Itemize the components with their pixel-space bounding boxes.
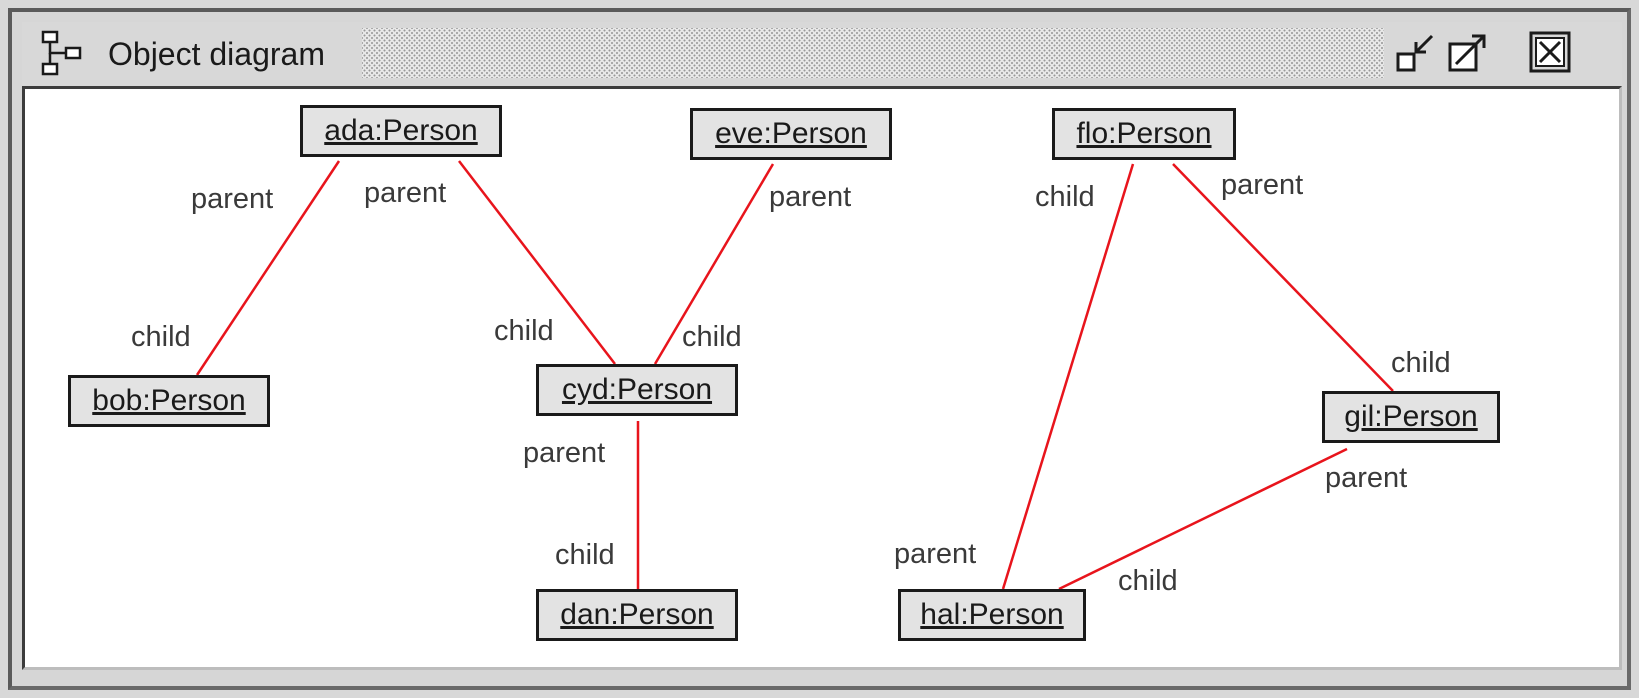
links-layer [195,160,1394,591]
object-ada[interactable]: ada:Person [300,105,502,157]
role-label-child: child [131,321,191,353]
object-cyd[interactable]: cyd:Person [536,364,738,416]
object-flo[interactable]: flo:Person [1052,108,1236,160]
title-drag-area[interactable] [362,28,1384,78]
object-hal[interactable]: hal:Person [898,589,1086,641]
object-dan[interactable]: dan:Person [536,589,738,641]
link-eve-cyd[interactable] [653,163,775,365]
role-label-child: child [494,315,554,347]
object-bob[interactable]: bob:Person [68,375,270,427]
minimize-icon[interactable] [1394,30,1438,76]
object-gil[interactable]: gil:Person [1322,391,1500,443]
diagram-canvas[interactable]: ada:Person bob:Person cyd:Person dan:Per… [22,86,1622,670]
link-gil-hal[interactable] [1058,447,1348,591]
role-label-child: child [1118,565,1178,597]
role-label-child: child [1391,347,1451,379]
role-label-child: child [555,539,615,571]
role-label-parent: parent [769,181,852,213]
role-label-child: child [1035,181,1095,213]
role-label-parent: parent [191,183,274,215]
window-title: Object diagram [108,36,325,72]
link-flo-gil[interactable] [1172,163,1394,392]
role-label-child: child [682,321,742,353]
role-label-parent: parent [1325,462,1408,494]
role-label-parent: parent [1221,169,1304,201]
link-ada-bob[interactable] [195,160,341,376]
role-label-parent: parent [894,538,977,570]
object-eve[interactable]: eve:Person [690,108,892,160]
object-diagram-icon [41,30,82,76]
title-bar[interactable]: Object diagram [22,22,1622,86]
link-ada-cyd[interactable] [458,160,616,365]
role-label-parent: parent [364,177,447,209]
link-flo-hal[interactable] [1001,163,1135,590]
close-icon[interactable] [1528,30,1572,76]
maximize-icon[interactable] [1446,30,1490,76]
role-label-parent: parent [523,437,606,469]
